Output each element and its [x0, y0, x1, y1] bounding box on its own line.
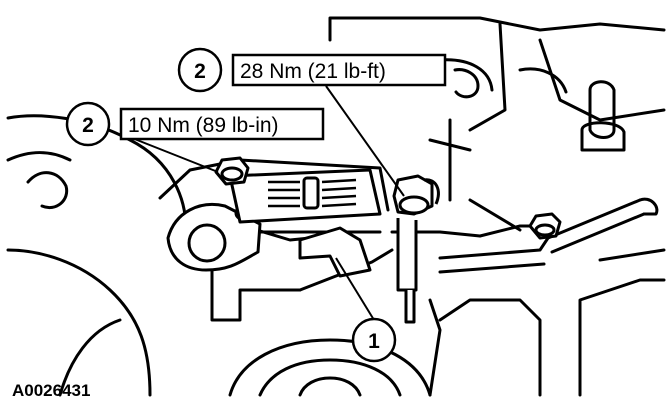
detent-spring-assembly: [166, 203, 372, 278]
callout-circle: [351, 317, 397, 363]
housing-linework: [6, 16, 666, 397]
leader-lines: [131, 85, 405, 321]
callout-1: 1: [351, 317, 397, 363]
bolt-28nm: [392, 174, 440, 324]
plate-slot: [302, 176, 320, 210]
leader-line-10nm: [131, 137, 219, 173]
spring-plate: [298, 226, 372, 278]
detent-plate: [228, 168, 382, 224]
callout-number: 1: [368, 330, 380, 353]
callout-circle: [177, 47, 223, 93]
callout-label-box: [231, 53, 447, 87]
leader-line-1: [335, 257, 375, 321]
callout-number: 2: [82, 114, 94, 137]
torque-spec-10nm: 10 Nm (89 lb-in): [128, 114, 279, 137]
side-bolt: [528, 212, 562, 240]
bolt-10nm: [214, 156, 250, 186]
callout-label-box: [119, 107, 325, 141]
callout-number: 2: [194, 60, 206, 83]
callout-28nm: 2 28 Nm (21 lb-ft): [177, 47, 447, 93]
callout-10nm: 2 10 Nm (89 lb-in): [65, 101, 325, 147]
torque-spec-28nm: 28 Nm (21 lb-ft): [240, 60, 386, 83]
leader-line-28nm: [325, 85, 405, 197]
callout-circle: [65, 101, 111, 147]
detent-roller: [187, 223, 227, 263]
figure-id: A0026431: [12, 381, 90, 400]
